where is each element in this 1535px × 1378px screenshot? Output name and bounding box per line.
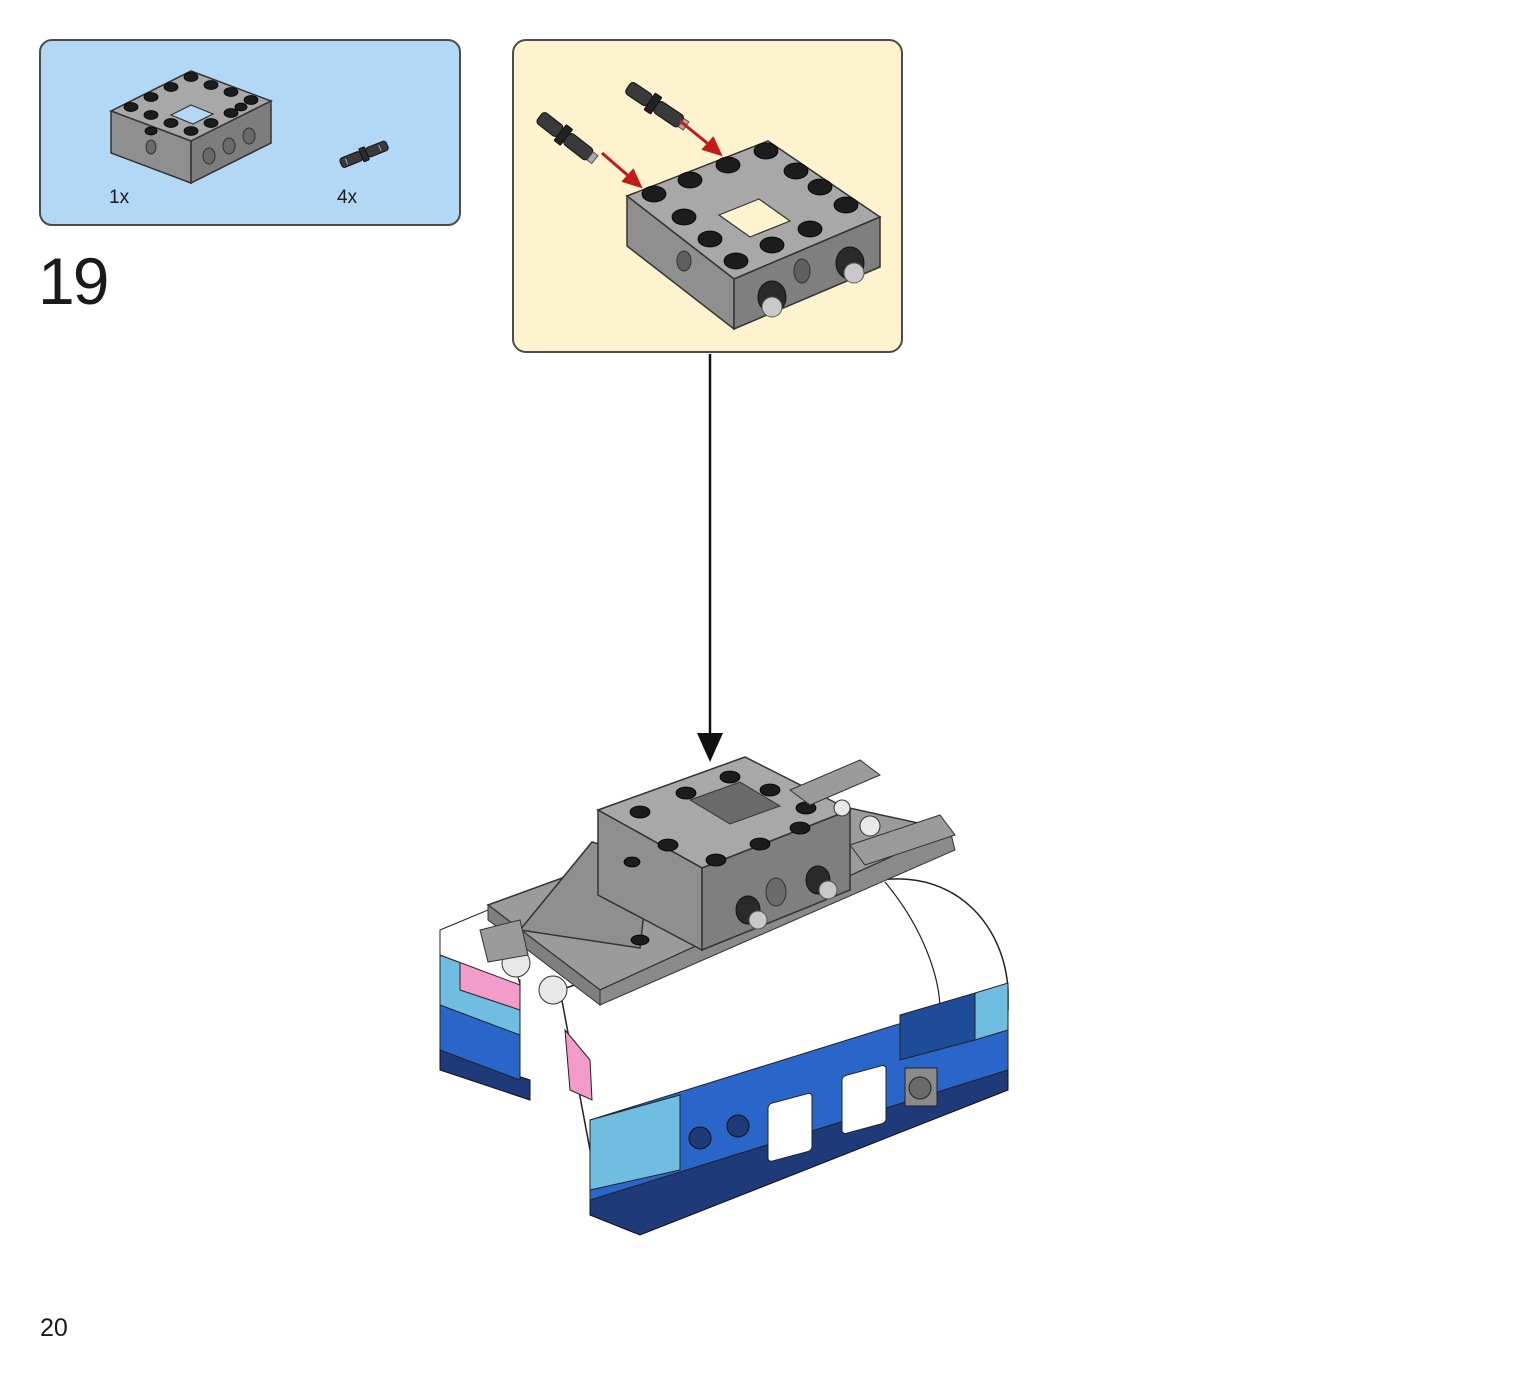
placement-arrow-icon xyxy=(697,354,723,762)
installed-pin-icon xyxy=(735,865,838,930)
sub-assembly-callout xyxy=(512,39,903,353)
part-quantity: 1x xyxy=(109,187,130,208)
installed-pin-icon xyxy=(757,246,865,318)
sub-assembly-art xyxy=(536,82,882,331)
parts-list-art xyxy=(109,70,389,185)
page-number: 20 xyxy=(40,1314,68,1342)
incoming-pin-icon xyxy=(536,112,599,165)
parts-list-callout: 1x 4x xyxy=(39,39,461,226)
step-number: 19 xyxy=(38,244,109,318)
insert-arrow-icon xyxy=(601,119,723,189)
technic-brick-4x4-icon xyxy=(109,70,273,185)
part-quantity: 4x xyxy=(337,187,358,208)
friction-pin-icon xyxy=(339,140,389,168)
train-model-icon xyxy=(439,756,1009,1236)
